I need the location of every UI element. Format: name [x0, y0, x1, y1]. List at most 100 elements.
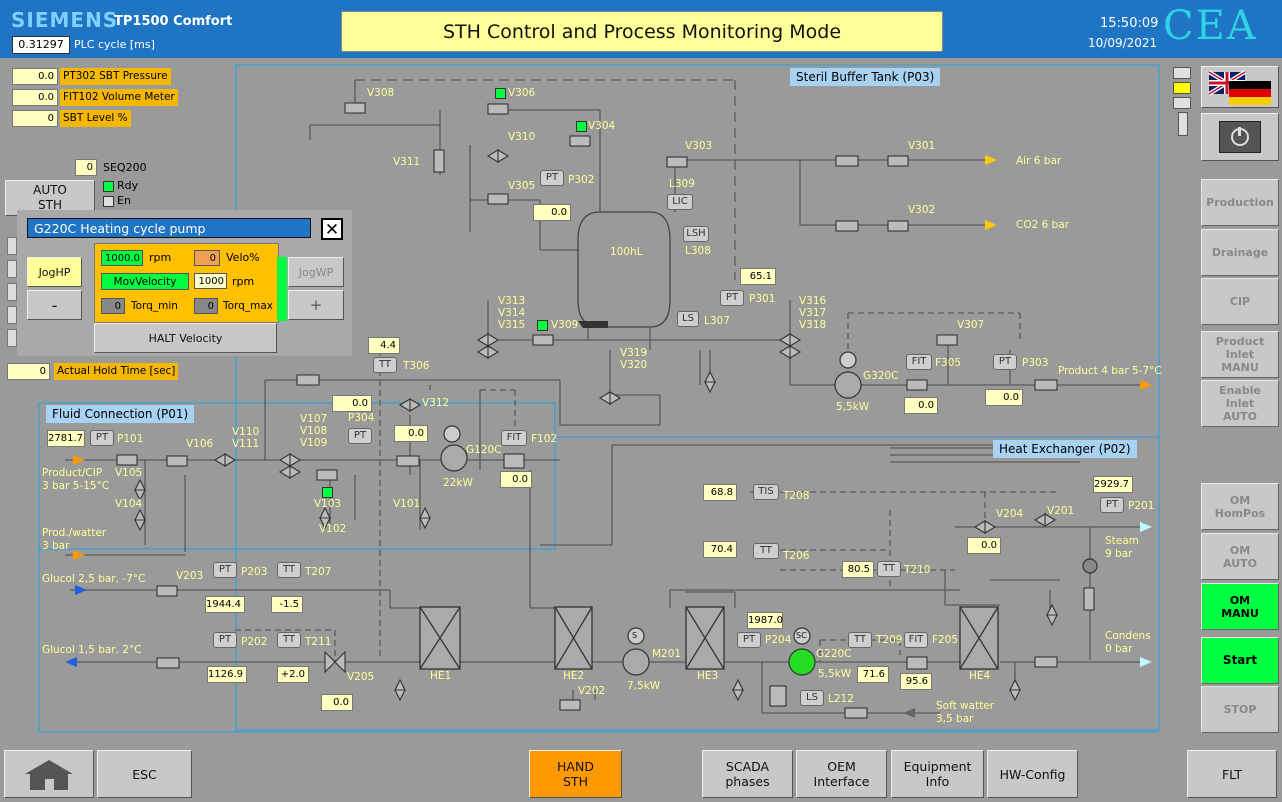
pt-p303-tag[interactable]: PT	[993, 354, 1017, 370]
water-in-arrow	[73, 550, 85, 560]
label-t208: T208	[783, 490, 810, 502]
fit-f205-tag[interactable]: FIT	[904, 632, 928, 648]
label-v102[interactable]: V102	[319, 523, 347, 535]
label-v106[interactable]: V106	[186, 438, 214, 450]
tt-t207-tag[interactable]: TT	[277, 562, 301, 578]
label-v307[interactable]: V307	[957, 319, 985, 331]
label-v110[interactable]: V110	[232, 426, 260, 438]
label-v305[interactable]: V305	[508, 180, 536, 192]
label-v304[interactable]: V304	[588, 120, 616, 132]
label-v203[interactable]: V203	[176, 570, 204, 582]
enable-inlet-auto-button[interactable]: Enable Inlet AUTO	[1201, 380, 1279, 427]
label-v204[interactable]: V204	[996, 508, 1024, 520]
om-manu-button[interactable]: OM MANU	[1201, 583, 1279, 630]
jog-hp-button[interactable]: JogHP	[27, 257, 82, 287]
label-p302: P302	[568, 174, 595, 186]
tt-t206-tag[interactable]: TT	[753, 543, 779, 559]
plus-button[interactable]: +	[288, 290, 344, 320]
tt-t211-tag[interactable]: TT	[277, 632, 301, 648]
flt-button[interactable]: FLT	[1187, 750, 1277, 798]
mov-velocity-input[interactable]: 1000	[194, 273, 227, 289]
pt-p202-tag[interactable]: PT	[213, 632, 237, 648]
label-p202: P202	[241, 636, 268, 648]
t208-value: 68.8	[703, 484, 737, 501]
tt-t210-tag[interactable]: TT	[877, 561, 901, 577]
halt-velocity-button[interactable]: HALT Velocity	[94, 323, 277, 353]
label-v318[interactable]: V318	[799, 319, 827, 331]
drainage-button[interactable]: Drainage	[1201, 229, 1279, 276]
popup-close-button[interactable]: ✕	[321, 218, 343, 240]
he3-exchanger	[685, 606, 725, 670]
label-v302[interactable]: V302	[908, 204, 936, 216]
pt302-value: 0.0	[12, 68, 58, 85]
lic-tag[interactable]: LIC	[667, 194, 693, 210]
label-v315[interactable]: V315	[498, 319, 526, 331]
lsh-tag[interactable]: LSH	[683, 226, 709, 242]
label-v312[interactable]: V312	[422, 397, 450, 409]
label-v101[interactable]: V101	[393, 498, 421, 510]
om-hompos-button[interactable]: OM HomPos	[1201, 483, 1279, 530]
label-v103[interactable]: V103	[314, 498, 342, 510]
label-v107[interactable]: V107	[300, 413, 328, 425]
pt-p203-tag[interactable]: PT	[213, 562, 237, 578]
cip-button[interactable]: CIP	[1201, 278, 1279, 325]
hw-config-button[interactable]: HW-Config	[987, 750, 1078, 798]
label-v311[interactable]: V311	[393, 156, 421, 168]
label-v205[interactable]: V205	[347, 671, 375, 683]
scada-phases-button[interactable]: SCADA phases	[702, 750, 793, 798]
label-g320c: G320C	[863, 370, 899, 382]
pt-p301-tag[interactable]: PT	[720, 290, 744, 306]
fit-f102-tag[interactable]: FIT	[501, 430, 527, 446]
esc-button[interactable]: ESC	[97, 750, 192, 798]
hand-sth-button[interactable]: HAND STH	[529, 750, 622, 798]
jog-wp-button[interactable]: JogWP	[288, 257, 344, 287]
product-inlet-manu-button[interactable]: Product Inlet MANU	[1201, 331, 1279, 378]
t211-value: +2.0	[277, 666, 309, 683]
oem-interface-button[interactable]: OEM Interface	[796, 750, 887, 798]
om-auto-button[interactable]: OM AUTO	[1201, 533, 1279, 580]
label-v111[interactable]: V111	[232, 438, 260, 450]
label-v316[interactable]: V316	[799, 295, 827, 307]
label-v320[interactable]: V320	[620, 359, 648, 371]
fit-f305-tag[interactable]: FIT	[906, 354, 932, 370]
label-v306[interactable]: V306	[508, 87, 536, 99]
home-icon	[25, 760, 73, 790]
tis-t208-tag[interactable]: TIS	[753, 484, 779, 500]
production-button[interactable]: Production	[1201, 179, 1279, 226]
minus-button[interactable]: -	[27, 290, 82, 320]
tt-t306-tag[interactable]: TT	[373, 357, 397, 373]
pt-p204-tag[interactable]: PT	[737, 632, 761, 648]
label-v303[interactable]: V303	[685, 140, 713, 152]
pt-p101-tag[interactable]: PT	[90, 430, 114, 446]
pt-p201-tag[interactable]: PT	[1100, 497, 1124, 513]
page-title: STH Control and Process Monitoring Mode	[341, 11, 943, 52]
label-v309[interactable]: V309	[551, 319, 579, 331]
label-v317[interactable]: V317	[799, 307, 827, 319]
label-v310[interactable]: V310	[508, 131, 536, 143]
language-flags-button[interactable]	[1201, 66, 1279, 108]
pt-p302-tag[interactable]: PT	[540, 170, 564, 186]
label-v314[interactable]: V314	[498, 307, 526, 319]
label-v109[interactable]: V109	[300, 437, 328, 449]
label-v301[interactable]: V301	[908, 140, 936, 152]
label-v104[interactable]: V104	[115, 498, 143, 510]
label-v319[interactable]: V319	[620, 347, 648, 359]
label-v313[interactable]: V313	[498, 295, 526, 307]
t206-value: 70.4	[703, 541, 737, 558]
pt-p304-tag[interactable]: PT	[348, 428, 372, 444]
home-button[interactable]	[4, 750, 94, 798]
mov-velocity-button[interactable]: MovVelocity	[101, 273, 189, 290]
power-button[interactable]	[1201, 113, 1279, 161]
tt-t209-tag[interactable]: TT	[848, 632, 872, 648]
label-v201[interactable]: V201	[1047, 505, 1075, 517]
label-v105[interactable]: V105	[115, 467, 143, 479]
equipment-info-button[interactable]: Equipment Info	[891, 750, 984, 798]
stop-button[interactable]: STOP	[1201, 686, 1279, 733]
torq-min-value: 0	[101, 298, 125, 314]
ls-l307-tag[interactable]: LS	[677, 311, 699, 327]
label-v108[interactable]: V108	[300, 425, 328, 437]
start-button[interactable]: Start	[1201, 637, 1279, 684]
label-v202[interactable]: V202	[578, 685, 606, 697]
ls-l212-tag[interactable]: LS	[800, 690, 824, 706]
g220c-sc-icon: SC	[796, 631, 807, 640]
